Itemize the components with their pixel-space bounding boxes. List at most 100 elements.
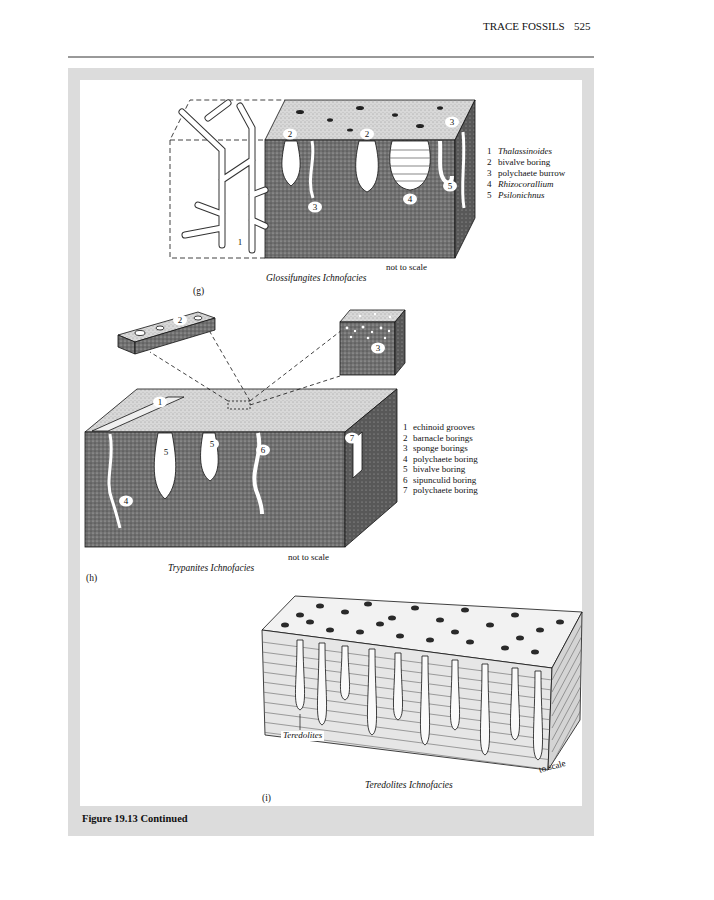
barnacle-inset xyxy=(135,331,145,336)
boring-openings xyxy=(364,602,372,607)
barnacle-inset xyxy=(156,326,164,330)
species-label: Teredolites xyxy=(281,731,324,741)
boring-openings xyxy=(536,628,544,633)
teredolites-boring xyxy=(295,640,542,760)
top-openings xyxy=(296,106,443,132)
glossifungites-block xyxy=(265,140,455,258)
teredolites-boring xyxy=(367,649,376,735)
leader-line xyxy=(300,714,301,730)
teredolites-boring xyxy=(510,668,519,740)
sponge-inset xyxy=(346,313,392,340)
callout-number: 4 xyxy=(403,194,417,205)
teredolites-boring xyxy=(340,646,349,700)
panel-letter: (h) xyxy=(86,573,97,583)
page-frame xyxy=(80,80,582,806)
callout-number: 6 xyxy=(256,445,270,456)
trypanites-block xyxy=(85,310,405,547)
legend-text: polychaete boring xyxy=(413,486,478,496)
panel-title: Glossifungites Ichnofacies xyxy=(266,273,367,283)
polychaete-burrow xyxy=(310,141,313,198)
boring-openings xyxy=(486,623,494,628)
echinoid-groove xyxy=(92,397,184,431)
callout-number: 1 xyxy=(233,237,247,248)
callout-number: 5 xyxy=(159,447,173,458)
callout-number: 2 xyxy=(173,315,187,326)
legend-number: 4 xyxy=(487,180,492,190)
teredolites-block xyxy=(548,612,582,770)
legend-text: Psilonichnus xyxy=(498,191,545,201)
boring-openings xyxy=(461,608,469,613)
boring-openings xyxy=(426,638,434,643)
polychaete-burrow xyxy=(463,132,464,208)
legend-number: 5 xyxy=(487,191,492,201)
callout-number: 2 xyxy=(360,129,374,140)
sponge-inset xyxy=(346,327,349,330)
boring-openings xyxy=(388,616,396,621)
boring-openings xyxy=(396,634,404,639)
callout-number: 3 xyxy=(371,343,385,354)
legend-text: bivalve boring xyxy=(413,465,465,475)
wood-grain xyxy=(552,624,582,764)
page-frame xyxy=(68,57,594,836)
legend-number: 4 xyxy=(403,455,408,465)
sponge-inset xyxy=(354,330,356,332)
rhizocorallium xyxy=(390,141,431,190)
trypanites-block xyxy=(85,432,345,547)
page-number: 525 xyxy=(574,20,591,32)
sponge-inset xyxy=(380,327,383,330)
legend-text: polychaete boring xyxy=(413,455,478,465)
sponge-inset xyxy=(367,337,370,340)
inset-marker xyxy=(228,401,250,409)
callout-number: 1 xyxy=(153,397,167,408)
thalassinoides-burrow xyxy=(182,103,265,250)
figure-caption: Figure 19.13 Continued xyxy=(82,813,188,825)
callout-number: 4 xyxy=(119,496,133,507)
top-openings xyxy=(296,110,304,114)
legend-number: 6 xyxy=(403,476,408,486)
sponge-inset xyxy=(389,316,391,318)
boring-openings xyxy=(466,640,474,645)
inset-leader xyxy=(210,332,250,401)
sponge-inset xyxy=(374,313,376,315)
rhizocorallium xyxy=(390,150,430,181)
legend-number: 2 xyxy=(487,158,492,168)
thalassinoides-burrow xyxy=(182,103,265,250)
callout-number: 7 xyxy=(345,433,359,444)
boring-openings xyxy=(451,630,459,635)
legend-text: Thalassinoides xyxy=(498,147,552,157)
wood-grain xyxy=(552,624,582,764)
glossifungites-block xyxy=(170,100,285,258)
legend-number: 7 xyxy=(403,486,408,496)
top-openings xyxy=(437,106,443,110)
legend-number: 3 xyxy=(487,169,492,179)
bivalve-boring xyxy=(201,433,219,481)
callout-number: 5 xyxy=(443,181,457,192)
teredolites-boring xyxy=(480,664,489,755)
sponge-inset xyxy=(340,310,405,322)
legend-text: barnacle borings xyxy=(413,434,473,444)
callout-number: 3 xyxy=(445,117,459,128)
top-openings xyxy=(356,106,364,110)
legend-number: 1 xyxy=(487,147,492,157)
sponge-inset xyxy=(340,322,395,375)
legend-text: polychaete burrow xyxy=(498,169,565,179)
panel-letter: (i) xyxy=(262,793,271,803)
boring-openings xyxy=(531,650,539,655)
boring-openings xyxy=(316,604,324,609)
legend-text: sipunculid boring xyxy=(413,476,476,486)
wood-grain xyxy=(262,642,552,780)
thalassinoides-burrow xyxy=(182,103,265,250)
bivalve-boring xyxy=(282,141,300,186)
teredolites-boring xyxy=(420,656,429,745)
legend-text: bivalve boring xyxy=(498,158,550,168)
boring-openings xyxy=(556,620,564,625)
callout-number: 3 xyxy=(308,202,322,213)
teredolites-boring xyxy=(393,653,402,720)
legend-text: echinoid grooves xyxy=(413,423,475,433)
barnacle-inset xyxy=(118,335,135,354)
legend-number: 2 xyxy=(403,434,408,444)
glossifungites-block xyxy=(265,100,475,140)
glossifungites-block xyxy=(170,100,285,258)
